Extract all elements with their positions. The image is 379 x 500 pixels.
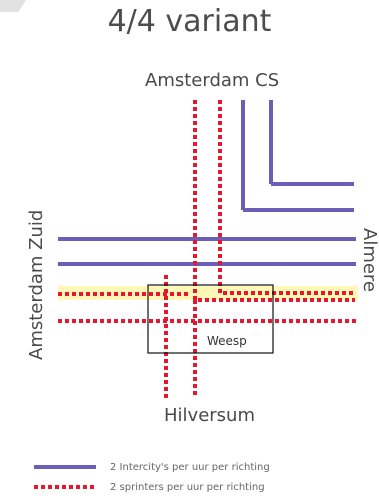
label-amsterdam-cs: Amsterdam CS	[145, 70, 280, 91]
intercity-lines	[58, 100, 356, 266]
legend-row-sprinter: 2 sprinters per uur per richting	[34, 477, 374, 497]
label-hilversum: Hilversum	[164, 405, 255, 426]
legend: 2 Intercity's per uur per richting 2 spr…	[34, 457, 374, 497]
legend-text-sprinter: 2 sprinters per uur per richting	[110, 481, 265, 493]
legend-swatch-intercity	[34, 461, 96, 473]
station-label-weesp: Weesp	[207, 334, 247, 348]
diagram-title: 4/4 variant	[107, 4, 272, 39]
sprinter-line-cs-almere-2	[218, 100, 355, 295]
weesp-station-box	[147, 284, 274, 354]
legend-row-intercity: 2 Intercity's per uur per richting	[34, 457, 374, 477]
highlight-band	[58, 286, 358, 300]
legend-swatch-sprinter	[34, 481, 96, 493]
legend-text-intercity: 2 Intercity's per uur per richting	[110, 461, 270, 473]
sprinter-lines	[58, 100, 356, 398]
corner-mark	[0, 0, 26, 12]
